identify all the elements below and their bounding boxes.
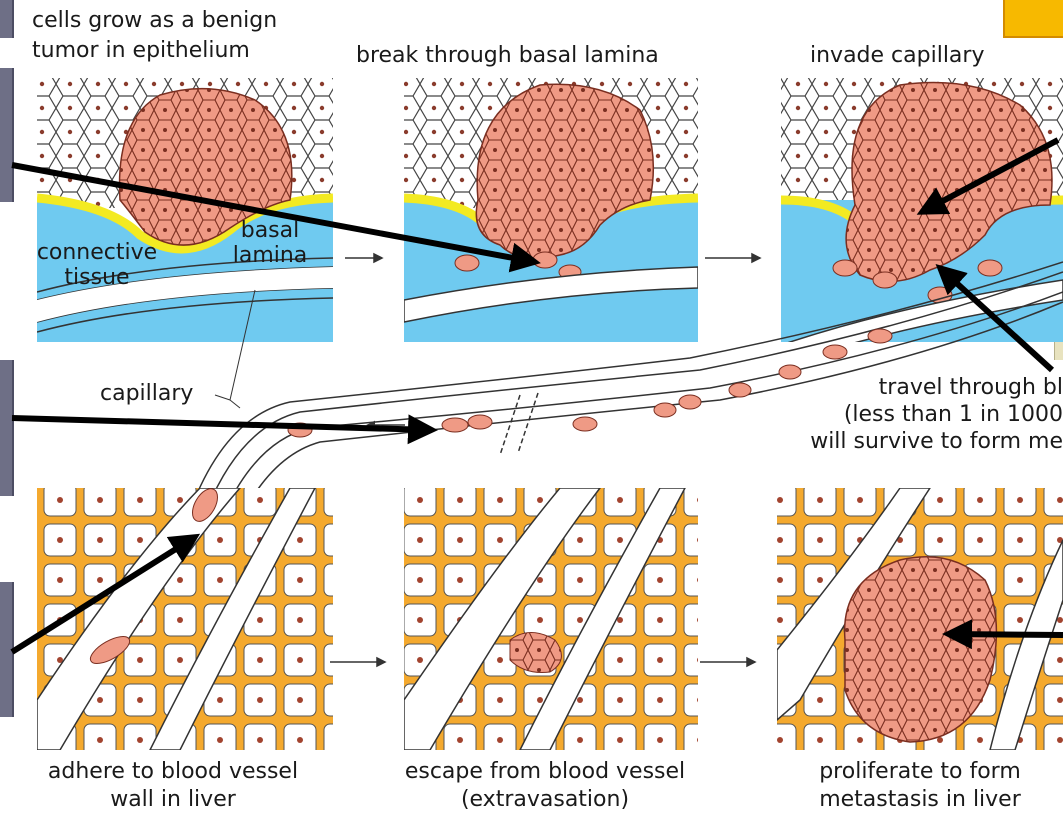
caption-benign-tumor: cells grow as a benign tumor in epitheli…: [32, 6, 277, 66]
label-basal-lamina: basal lamina: [230, 218, 310, 268]
panel-benign-tumor: [37, 78, 333, 342]
panel-invade-capillary: [781, 78, 1063, 365]
caption-break-through: break through basal lamina: [356, 43, 659, 68]
annotation-arrow-4: [12, 418, 432, 430]
caption-invade-capillary: invade capillary: [810, 43, 984, 68]
panel-adhere: [37, 484, 333, 750]
caption-metastasis: proliferate to form metastasis in liver: [770, 758, 1063, 814]
caption-adhere: adhere to blood vessel wall in liver: [0, 758, 346, 814]
panel-metastasis: [777, 488, 1063, 750]
panel-break-through: [404, 78, 698, 342]
annotation-arrow-6: [948, 634, 1063, 635]
panel-escape: [404, 488, 698, 750]
label-travel: travel through bl (less than 1 in 1000 w…: [720, 374, 1063, 455]
caption-escape: escape from blood vessel (extravasation): [360, 758, 730, 814]
label-connective-tissue: connective tissue: [12, 240, 182, 290]
label-capillary: capillary: [100, 381, 193, 406]
